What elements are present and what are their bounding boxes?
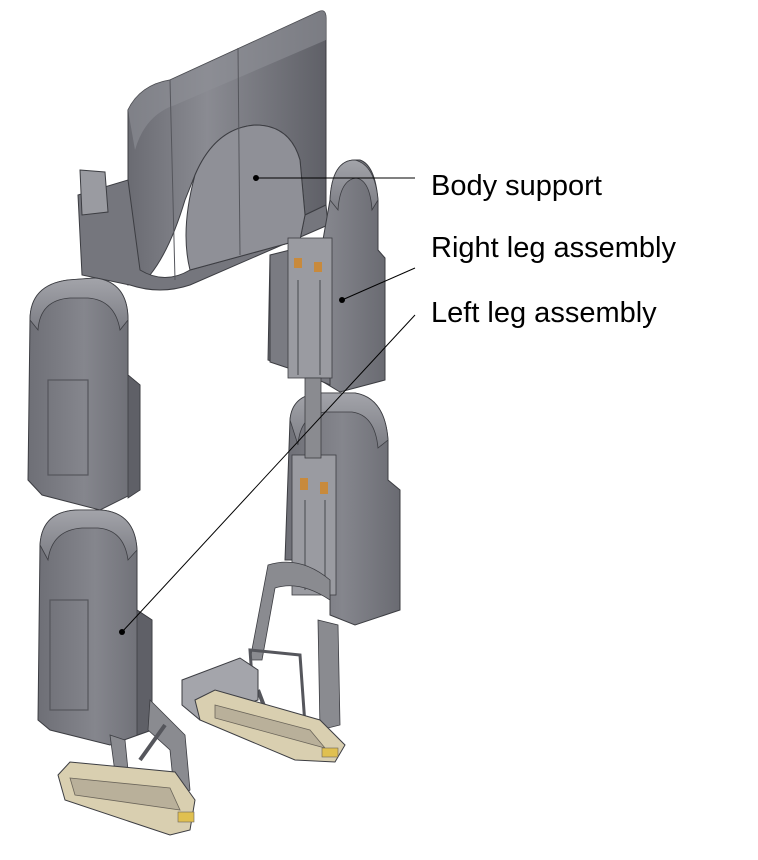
right-leg-assembly-part (181, 159, 401, 763)
body-support-anchor-dot (253, 175, 259, 181)
body-support-label: Body support (431, 170, 602, 202)
callout-leaders (119, 175, 416, 635)
right-leg-anchor-dot (339, 297, 345, 303)
left-leg-anchor-dot (119, 629, 125, 635)
body-support-part (77, 10, 329, 291)
right-leg-assembly-label: Right leg assembly (431, 232, 676, 264)
left-leg-leader (121, 314, 416, 633)
left-leg-assembly-label: Left leg assembly (431, 297, 657, 329)
left-leg-assembly-part (27, 277, 196, 836)
right-leg-leader (341, 267, 416, 301)
